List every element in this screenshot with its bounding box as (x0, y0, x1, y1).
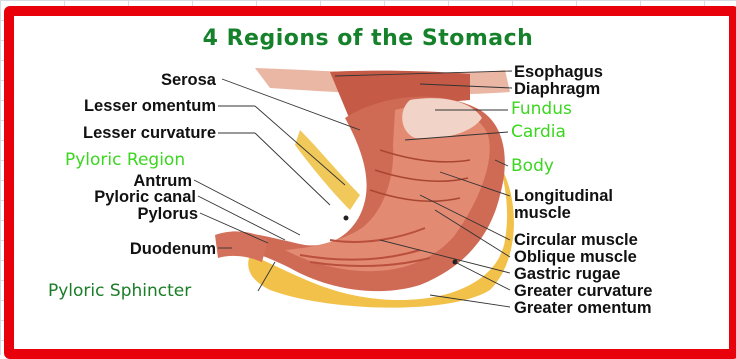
label-lesser-omentum: Lesser omentum (84, 98, 216, 114)
diagram-title: 4 Regions of the Stomach (0, 26, 736, 51)
label-cardia: Cardia (511, 124, 566, 140)
label-esophagus: Esophagus (514, 64, 603, 80)
label-antrum: Antrum (133, 173, 192, 189)
label-duodenum: Duodenum (130, 241, 216, 257)
label-pyloric-region: Pyloric Region (65, 152, 185, 168)
label-serosa: Serosa (161, 72, 216, 88)
label-longitudinal: Longitudinal (514, 188, 613, 204)
label-greater-omentum: Greater omentum (514, 300, 652, 316)
pyloric-region-marker (344, 216, 349, 221)
label-lesser-curvature: Lesser curvature (83, 125, 216, 141)
label-longitudinal-muscle: muscle (514, 205, 571, 221)
label-oblique-muscle: Oblique muscle (514, 249, 637, 265)
label-diaphragm: Diaphragm (514, 81, 600, 97)
label-greater-curvature: Greater curvature (514, 283, 653, 299)
label-circular-muscle: Circular muscle (514, 232, 638, 248)
label-gastric-rugae: Gastric rugae (514, 266, 620, 282)
label-fundus: Fundus (511, 101, 572, 117)
label-pylorus: Pylorus (137, 206, 198, 222)
label-pyloric-sphincter: Pyloric Sphincter (48, 283, 191, 299)
label-pyloric-canal: Pyloric canal (94, 189, 196, 205)
label-body: Body (511, 158, 554, 174)
